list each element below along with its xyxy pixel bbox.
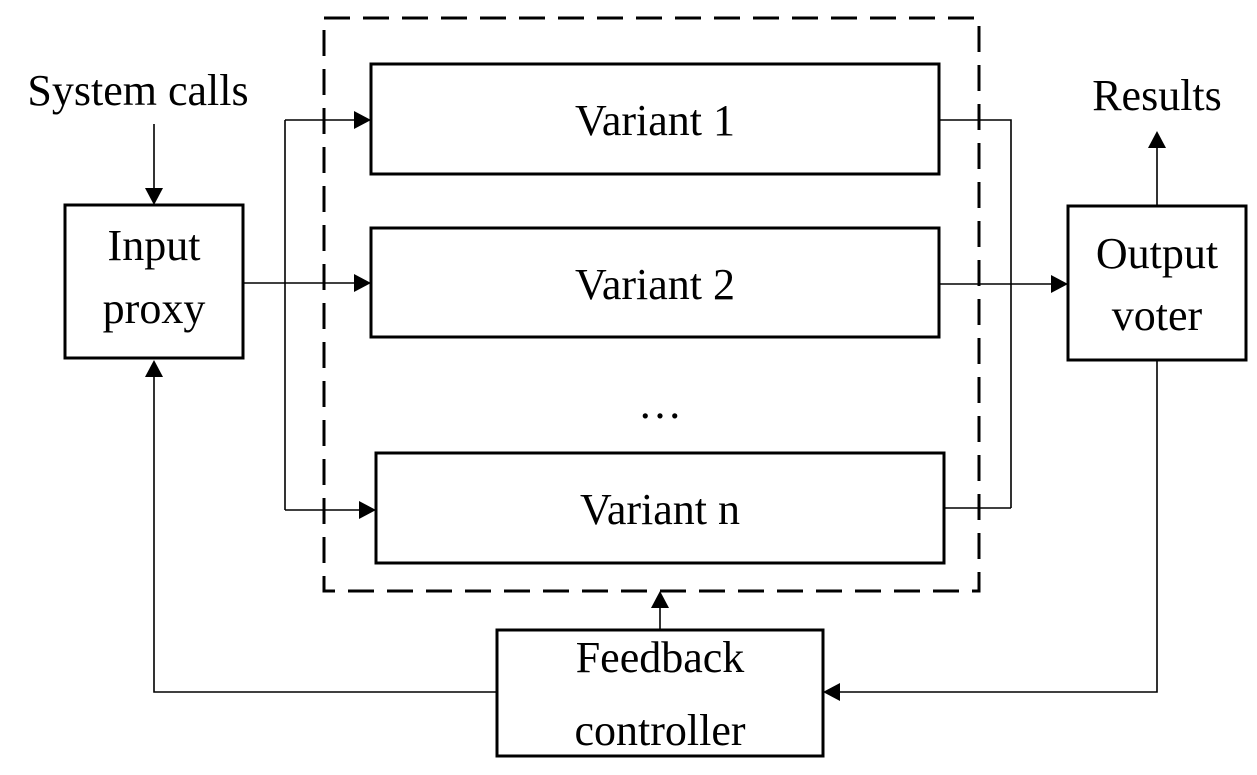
voter-to-feedback-line [838,360,1158,693]
variant-1-label: Variant 1 [575,96,735,145]
connectors [145,111,1166,701]
feedback-controller-label-line1: Feedback [576,633,745,682]
variant-1-box [369,62,941,176]
output-voter-arrowhead [1051,275,1068,293]
variant-2-input-arrowhead [354,274,371,292]
input-proxy-box [63,203,245,360]
system-calls-arrowhead [145,188,163,205]
results-arrowhead [1148,131,1166,148]
variant-1-node: Variant 1 [369,62,941,176]
input-proxy-feedback-arrowhead [145,360,163,377]
variant-n-box [374,451,946,565]
variant-1-input-arrowhead [354,111,371,129]
variant-2-box [369,226,941,339]
variant-group-boundary [322,16,981,593]
variant-n-input-arrowhead [359,501,376,519]
input-proxy-label-line1: Input [108,221,201,270]
feedback-input-arrowhead [823,683,840,701]
feedback-controller-node: Feedback controller [495,628,825,758]
output-voter-label-line1: Output [1096,229,1218,278]
output-voter-label-line2: voter [1112,291,1203,340]
variant-group-arrowhead [651,591,669,608]
variant-n-label: Variant n [580,485,740,534]
feedback-to-input-line [153,375,497,693]
feedback-controller-label-line2: controller [574,706,745,755]
output-voter-box [1066,204,1248,362]
results-label: Results [1092,71,1222,120]
variant-n-node: Variant n [374,451,946,565]
input-proxy-node: Input proxy [63,203,245,360]
output-voter-node: Output voter [1066,204,1248,362]
variant-2-node: Variant 2 [369,226,941,339]
variant-2-label: Variant 2 [575,260,735,309]
system-calls-label: System calls [27,66,248,115]
variant-ellipsis: … [638,379,682,428]
input-proxy-label-line2: proxy [103,284,206,333]
variant-1-output-line [939,119,1012,508]
